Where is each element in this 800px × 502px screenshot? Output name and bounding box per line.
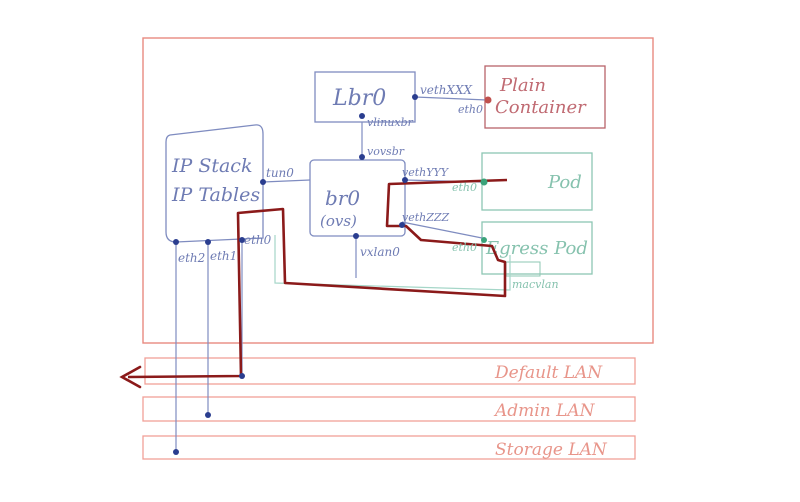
lan-admin: Admin LAN xyxy=(142,396,636,422)
port-vxlan0-label: vxlan0 xyxy=(360,245,400,259)
br0-sublabel: (ovs) xyxy=(320,212,357,230)
port-eth0-host-label: eth0 xyxy=(244,233,272,247)
ip-stack-label: IP Stack xyxy=(171,155,252,177)
port-eth0-plain-label: eth0 xyxy=(458,103,483,116)
port-vethxxx-label: vethXXX xyxy=(420,83,473,97)
pod-label: Pod xyxy=(547,172,582,193)
plain-container-box: Plain Container xyxy=(484,65,606,129)
egress-traffic-path xyxy=(127,178,508,379)
lan-admin-label: Admin LAN xyxy=(493,401,596,421)
ip-stack-box: IP Stack IP Tables xyxy=(165,124,264,243)
port-vethzzz-label: vethZZZ xyxy=(402,211,450,224)
port-eth2-label: eth2 xyxy=(178,251,205,265)
egress-eth0-dot xyxy=(481,237,487,243)
egress-pod-label: Egress Pod xyxy=(485,238,588,259)
br0-box: br0 (ovs) xyxy=(309,159,406,237)
br0-label: br0 xyxy=(325,186,360,210)
teal-link xyxy=(274,235,511,291)
port-eth1-label: eth1 xyxy=(210,249,237,263)
port-tun0-label: tun0 xyxy=(266,166,294,180)
macvlan-label: macvlan xyxy=(512,278,559,291)
port-eth0-pod-label: eth0 xyxy=(452,181,477,194)
lbr0-box: Lbr0 xyxy=(314,71,416,123)
lan-default: Default LAN xyxy=(144,357,636,385)
plain-container-label-2: Container xyxy=(495,97,587,118)
blue-links xyxy=(175,96,488,452)
lan-storage: Storage LAN xyxy=(142,435,636,460)
lan-default-label: Default LAN xyxy=(494,363,603,383)
port-vovsbr-label: vovsbr xyxy=(367,145,405,158)
port-dots xyxy=(173,94,418,455)
port-vethyyy-label: vethYYY xyxy=(402,166,450,179)
plain-eth0-dot xyxy=(484,96,492,104)
port-vlinuxbr-label: vlinuxbr xyxy=(367,116,414,129)
ip-tables-label: IP Tables xyxy=(171,184,260,206)
lbr0-label: Lbr0 xyxy=(332,86,386,111)
egress-pod-box: Egress Pod macvlan xyxy=(481,221,593,291)
host-boundary xyxy=(142,37,654,344)
egress-arrow-icon xyxy=(119,365,142,389)
lan-storage-label: Storage LAN xyxy=(495,440,608,460)
pod-eth0-dot xyxy=(480,178,488,186)
plain-container-label-1: Plain xyxy=(499,75,546,96)
port-eth0-egress-label: eth0 xyxy=(452,241,477,254)
